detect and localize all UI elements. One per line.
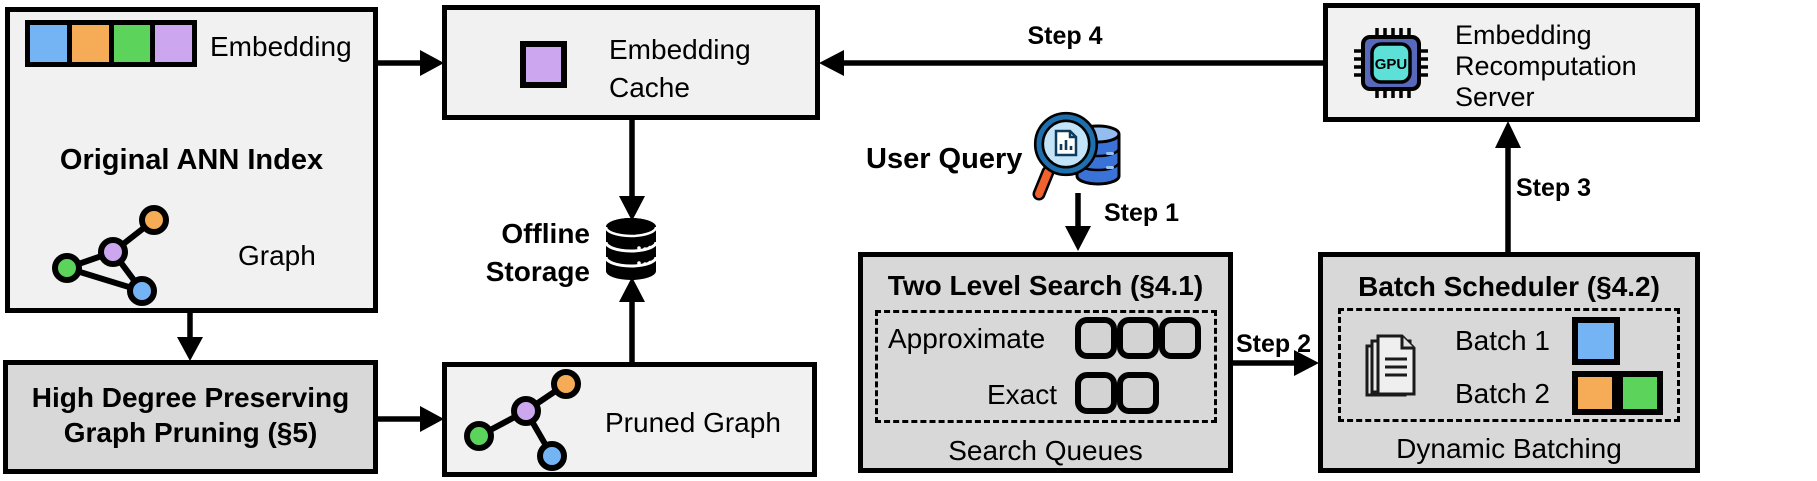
arrow-ann-to-pruning [177, 310, 203, 361]
graph-node-purple [511, 396, 541, 426]
batch2-label: Batch 2 [1455, 378, 1550, 409]
pruning-title-line2: Graph Pruning (§5) [63, 417, 318, 448]
graph-node-orange [551, 369, 581, 399]
graph-node-green [52, 253, 82, 283]
original-ann-index-title: Original ANN Index [59, 144, 324, 176]
user-query-label: User Query [866, 143, 1023, 175]
arrow-pruning-to-prunedgraph [375, 406, 444, 432]
search-queues-dashed-box [875, 310, 1217, 423]
batch-scheduler-title: Batch Scheduler (§4.2) [1358, 271, 1660, 302]
graph-label: Graph [238, 240, 316, 271]
high-degree-pruning-box: High Degree Preserving Graph Pruning (§5… [3, 360, 378, 474]
embedding-cache-label-line1: Embedding [609, 34, 751, 65]
queue-slot [1159, 317, 1201, 359]
step1-label: Step 1 [1104, 199, 1180, 227]
dynamic-batching-caption: Dynamic Batching [1396, 433, 1622, 464]
documents-stack-icon [1365, 334, 1416, 397]
approximate-label: Approximate [888, 323, 1046, 354]
two-level-search-title: Two Level Search (§4.1) [887, 270, 1204, 301]
queue-slot [1075, 317, 1117, 359]
user-query-search-icon [1032, 111, 1121, 201]
cached-embedding-square [520, 41, 567, 88]
embedding-cell-purple [155, 25, 192, 62]
pruned-graph-label: Pruned Graph [605, 407, 781, 438]
step2-label: Step 2 [1236, 330, 1312, 358]
dynamic-batching-dashed-box [1338, 308, 1680, 422]
batch1-color-square [1572, 317, 1620, 365]
step4-label: Step 4 [1027, 22, 1103, 50]
server-label-line1: Embedding [1455, 20, 1592, 50]
server-label-line3: Server [1455, 82, 1535, 113]
batch2-color-square-green [1617, 371, 1663, 415]
offline-storage-database-icon [604, 218, 658, 280]
arrow-cache-to-storage [619, 115, 645, 221]
arrow-prunedgraph-to-storage [619, 277, 645, 365]
pruned-graph-box: Pruned Graph [442, 362, 817, 477]
pruned-graph-icon [464, 369, 581, 471]
graph-node-blue [127, 276, 157, 306]
ann-graph-icon [52, 205, 169, 306]
search-queues-caption: Search Queues [948, 435, 1143, 466]
graph-node-blue [537, 441, 567, 471]
embedding-cell-blue [30, 25, 67, 62]
original-ann-index-box: Embedding Original ANN Index Graph [5, 7, 378, 313]
queue-slot [1117, 317, 1159, 359]
batch-scheduler-box: Batch Scheduler (§4.2) Batch 1 Batch 2 D… [1318, 252, 1700, 473]
two-level-search-box: Two Level Search (§4.1) Approximate Exac… [858, 252, 1233, 473]
exact-label: Exact [987, 379, 1058, 410]
magnifier-icon [1032, 111, 1099, 201]
queue-slot [1117, 372, 1159, 414]
arrow-ann-to-cache [375, 50, 444, 76]
embedding-recomputation-server-box: GPU Embedding Recomputation Server [1323, 3, 1700, 122]
offline-storage-label: Offline Storage [485, 218, 590, 288]
embedding-label: Embedding [210, 31, 352, 62]
graph-node-orange [139, 205, 169, 235]
embedding-cell-orange [71, 25, 109, 62]
pruning-title-line1: High Degree Preserving [31, 382, 350, 413]
server-label-line2: Recomputation [1455, 51, 1637, 82]
step3-label: Step 3 [1516, 174, 1592, 202]
batch2-color-square-orange [1572, 371, 1618, 415]
arrow-step4-server-to-cache [819, 50, 1325, 76]
graph-node-purple [98, 237, 128, 267]
embedding-cache-box: Embedding Cache [442, 5, 820, 120]
embedding-cache-label-line2: Cache [609, 72, 690, 104]
gpu-chip-icon: GPU [1354, 28, 1428, 98]
gpu-icon-text: GPU [1375, 56, 1408, 73]
batch1-label: Batch 1 [1455, 325, 1550, 356]
embedding-cell-green [113, 25, 151, 62]
embedding-vector-icon [25, 20, 197, 67]
queue-slot [1075, 372, 1117, 414]
graph-node-green [464, 421, 494, 451]
